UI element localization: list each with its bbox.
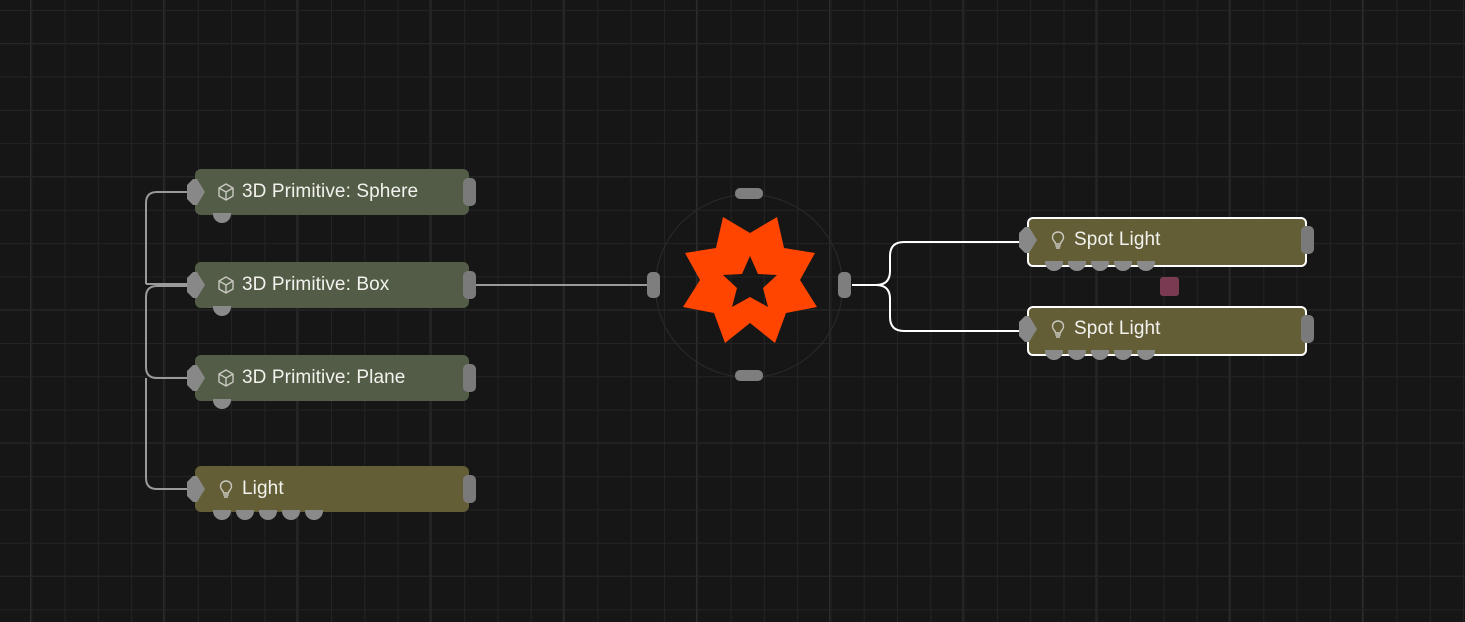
property-ports xyxy=(213,399,231,409)
output-port[interactable] xyxy=(463,475,476,503)
node-label: Spot Light xyxy=(1074,229,1161,250)
wire-light[interactable] xyxy=(145,378,190,490)
node-sphere[interactable]: 3D Primitive: Sphere xyxy=(187,169,476,223)
wire-sphere[interactable] xyxy=(145,191,190,284)
output-port[interactable] xyxy=(463,178,476,206)
node-label: Spot Light xyxy=(1074,318,1161,339)
node-light[interactable]: Light xyxy=(187,466,476,520)
property-ports xyxy=(1045,350,1155,360)
node-label: Light xyxy=(242,478,284,499)
lightbulb-icon xyxy=(1051,320,1065,338)
output-port[interactable] xyxy=(463,271,476,299)
property-port[interactable] xyxy=(213,399,231,409)
output-port[interactable] xyxy=(463,364,476,392)
node-spot-light-2[interactable]: Spot Light xyxy=(1019,306,1314,360)
hub-input-port[interactable] xyxy=(647,272,660,298)
hub-handle-top[interactable] xyxy=(735,188,763,199)
property-port[interactable] xyxy=(1091,350,1109,360)
input-port[interactable] xyxy=(1019,316,1037,342)
property-port[interactable] xyxy=(1137,350,1155,360)
property-port[interactable] xyxy=(1091,261,1109,271)
property-port[interactable] xyxy=(236,510,254,520)
cube-icon xyxy=(218,276,234,294)
node-spot-light-1[interactable]: Spot Light xyxy=(1019,217,1314,271)
node-label: 3D Primitive: Sphere xyxy=(242,181,419,202)
hub-output-port[interactable] xyxy=(838,272,851,298)
output-port[interactable] xyxy=(1301,315,1314,343)
logo-icon xyxy=(683,217,817,343)
selection-marker[interactable] xyxy=(1160,277,1179,296)
cube-icon xyxy=(218,369,234,387)
property-ports xyxy=(213,510,323,520)
lightbulb-icon xyxy=(219,480,233,498)
node-label: 3D Primitive: Plane xyxy=(242,367,406,388)
input-port[interactable] xyxy=(187,476,205,502)
property-ports xyxy=(213,213,231,223)
input-port[interactable] xyxy=(1019,227,1037,253)
property-port[interactable] xyxy=(1045,350,1063,360)
wire-plane[interactable] xyxy=(145,285,190,379)
input-port[interactable] xyxy=(187,365,205,391)
property-port[interactable] xyxy=(213,510,231,520)
property-port[interactable] xyxy=(259,510,277,520)
node-box[interactable]: 3D Primitive: Box xyxy=(187,262,476,316)
input-port[interactable] xyxy=(187,272,205,298)
node-plane[interactable]: 3D Primitive: Plane xyxy=(187,355,476,409)
wire-hub-to-spot-1[interactable] xyxy=(852,241,1022,286)
property-ports xyxy=(1045,261,1155,271)
property-ports xyxy=(213,306,231,316)
property-port[interactable] xyxy=(305,510,323,520)
input-port[interactable] xyxy=(187,179,205,205)
property-port[interactable] xyxy=(1068,261,1086,271)
property-port[interactable] xyxy=(213,306,231,316)
property-port[interactable] xyxy=(282,510,300,520)
node-label: 3D Primitive: Box xyxy=(242,274,390,295)
cube-icon xyxy=(218,183,234,201)
property-port[interactable] xyxy=(1114,261,1132,271)
property-port[interactable] xyxy=(1137,261,1155,271)
property-port[interactable] xyxy=(1114,350,1132,360)
wire-hub-to-spot-2[interactable] xyxy=(875,284,1022,332)
hub-handle-bottom[interactable] xyxy=(735,370,763,381)
output-port[interactable] xyxy=(1301,226,1314,254)
property-port[interactable] xyxy=(1068,350,1086,360)
lightbulb-icon xyxy=(1051,231,1065,249)
property-port[interactable] xyxy=(213,213,231,223)
property-port[interactable] xyxy=(1045,261,1063,271)
